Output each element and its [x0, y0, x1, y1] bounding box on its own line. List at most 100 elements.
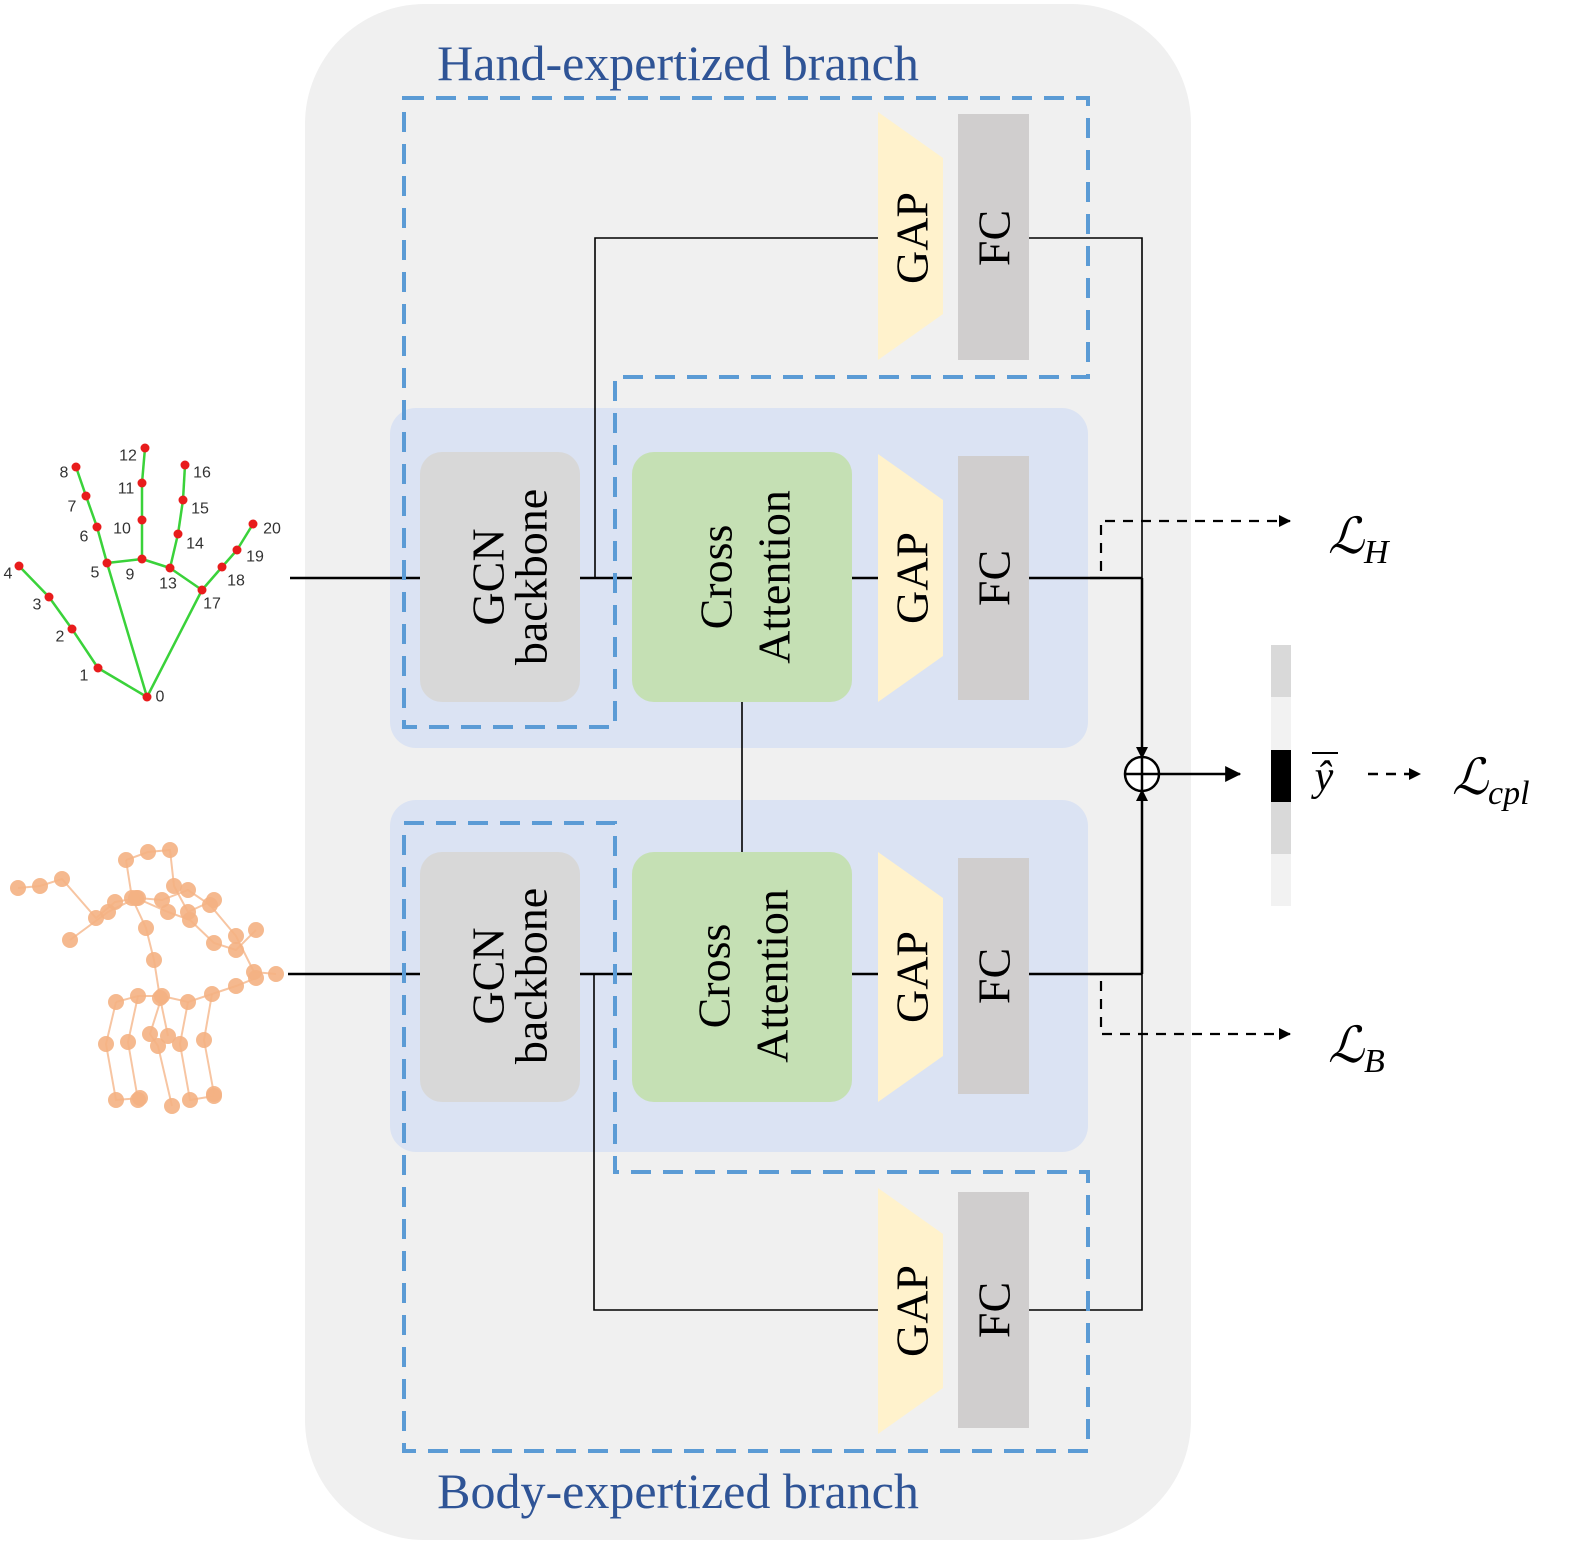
- body-joint: [228, 978, 244, 994]
- body-joint: [196, 1032, 212, 1048]
- body-gcn-label-1: GCN: [463, 927, 514, 1024]
- body-joint: [182, 1092, 198, 1108]
- body-bone: [178, 1001, 215, 1102]
- hand-joint: [173, 529, 183, 539]
- hand-fc-label: FC: [969, 550, 1020, 606]
- hand-bone: [141, 557, 171, 570]
- hand-bone: [181, 464, 187, 501]
- body-joint: [206, 935, 222, 951]
- hand-joint-label: 19: [246, 549, 264, 566]
- hand-bone: [47, 596, 74, 630]
- body-joint: [32, 878, 48, 894]
- hand-joint: [67, 624, 77, 634]
- hand-joint: [81, 491, 91, 501]
- hand-joint-label: 20: [263, 521, 281, 538]
- body-joint: [154, 988, 170, 1004]
- hand-joint: [248, 519, 258, 529]
- body-joint: [154, 892, 170, 908]
- hand-joint-label: 1: [80, 668, 89, 685]
- body-joint: [204, 986, 220, 1002]
- hand-joint: [217, 562, 227, 572]
- body-gap-label: GAP: [887, 931, 938, 1023]
- hand-bone: [176, 499, 185, 535]
- body-joint: [88, 910, 104, 926]
- sum-node: [1123, 755, 1161, 793]
- body-joint: [164, 1098, 180, 1114]
- hand-joint-label: 11: [118, 481, 135, 498]
- hand-cross-label-2: Attention: [749, 490, 800, 664]
- hand-joint: [142, 692, 152, 702]
- hand-joint: [14, 561, 24, 571]
- hand-bone: [97, 666, 148, 699]
- hand-bone: [105, 562, 149, 698]
- body-joint: [118, 852, 134, 868]
- hand-joint-label: 12: [119, 448, 137, 465]
- body-joint: [10, 880, 26, 896]
- body-joint: [160, 904, 176, 920]
- body-joint: [228, 942, 244, 958]
- body-joint: [142, 1026, 158, 1042]
- hand-expert-fc: [958, 114, 1029, 360]
- hand-bone: [74, 466, 88, 497]
- hand-joint-label: 16: [193, 465, 211, 482]
- hand-joint-label: 6: [80, 529, 89, 546]
- hand-bone: [106, 557, 143, 565]
- model-panel: [305, 4, 1191, 1540]
- body-joint: [166, 878, 182, 894]
- body-expert-fc: [958, 1192, 1029, 1428]
- body-joint: [98, 1036, 114, 1052]
- hand-gcn-label-1: GCN: [463, 528, 514, 625]
- body-cross-attention: [632, 852, 852, 1102]
- hand-bone: [18, 565, 50, 598]
- hand-joint: [178, 495, 188, 505]
- hand-joint: [165, 563, 175, 573]
- hand-gap-label: GAP: [887, 532, 938, 624]
- hand-joint: [137, 554, 147, 564]
- hand-joint: [197, 585, 207, 595]
- prediction-vector: [1271, 645, 1291, 906]
- hand-joint: [137, 478, 147, 488]
- body-cross-label-1: Cross: [689, 924, 740, 1029]
- body-bone: [125, 859, 169, 1037]
- prediction-label: ŷ: [1311, 754, 1334, 800]
- body-joint: [180, 882, 196, 898]
- body-branch-frame: [402, 821, 1090, 1453]
- body-gcn-backbone: [420, 852, 580, 1102]
- hand-joint-label: 8: [60, 465, 69, 482]
- body-joint: [130, 1092, 146, 1108]
- hand-joint-label: 15: [191, 501, 209, 518]
- hand-joint: [71, 462, 81, 472]
- body-joint: [180, 994, 196, 1010]
- coupled-loss-label: ℒcpl: [1452, 749, 1530, 812]
- body-gcn-label-2: backbone: [506, 888, 557, 1064]
- hand-joint-label: 9: [126, 567, 135, 584]
- hand-expert-gap: [878, 112, 943, 360]
- hand-joint-label: 7: [68, 499, 77, 516]
- body-joint: [172, 1036, 188, 1052]
- hand-bone: [140, 447, 147, 484]
- body-bone: [104, 1001, 141, 1102]
- hand-joint-label: 3: [33, 597, 42, 614]
- body-skeleton-input: [10, 842, 284, 1114]
- hand-joint-label: 5: [91, 565, 100, 582]
- hand-bone: [84, 495, 99, 528]
- body-joint: [162, 842, 178, 858]
- hand-joint: [92, 522, 102, 532]
- hand-gap: [878, 454, 943, 702]
- hand-bone: [235, 523, 255, 551]
- body-joint: [228, 928, 244, 944]
- hand-bone: [145, 589, 204, 698]
- body-branch-title: Body-expertized branch: [437, 1463, 919, 1519]
- body-joint: [160, 1028, 176, 1044]
- hand-joint: [102, 558, 112, 568]
- hand-branch-title: Hand-expertized branch: [437, 35, 919, 91]
- body-joint: [150, 1038, 166, 1054]
- hand-gcn-backbone: [420, 452, 580, 702]
- hand-expert-gap-label: GAP: [887, 192, 938, 284]
- body-expert-gap: [878, 1188, 943, 1434]
- hand-bone: [168, 533, 180, 569]
- hand-joint-label: 17: [203, 596, 221, 613]
- body-joint: [124, 890, 140, 906]
- hand-joint: [180, 460, 190, 470]
